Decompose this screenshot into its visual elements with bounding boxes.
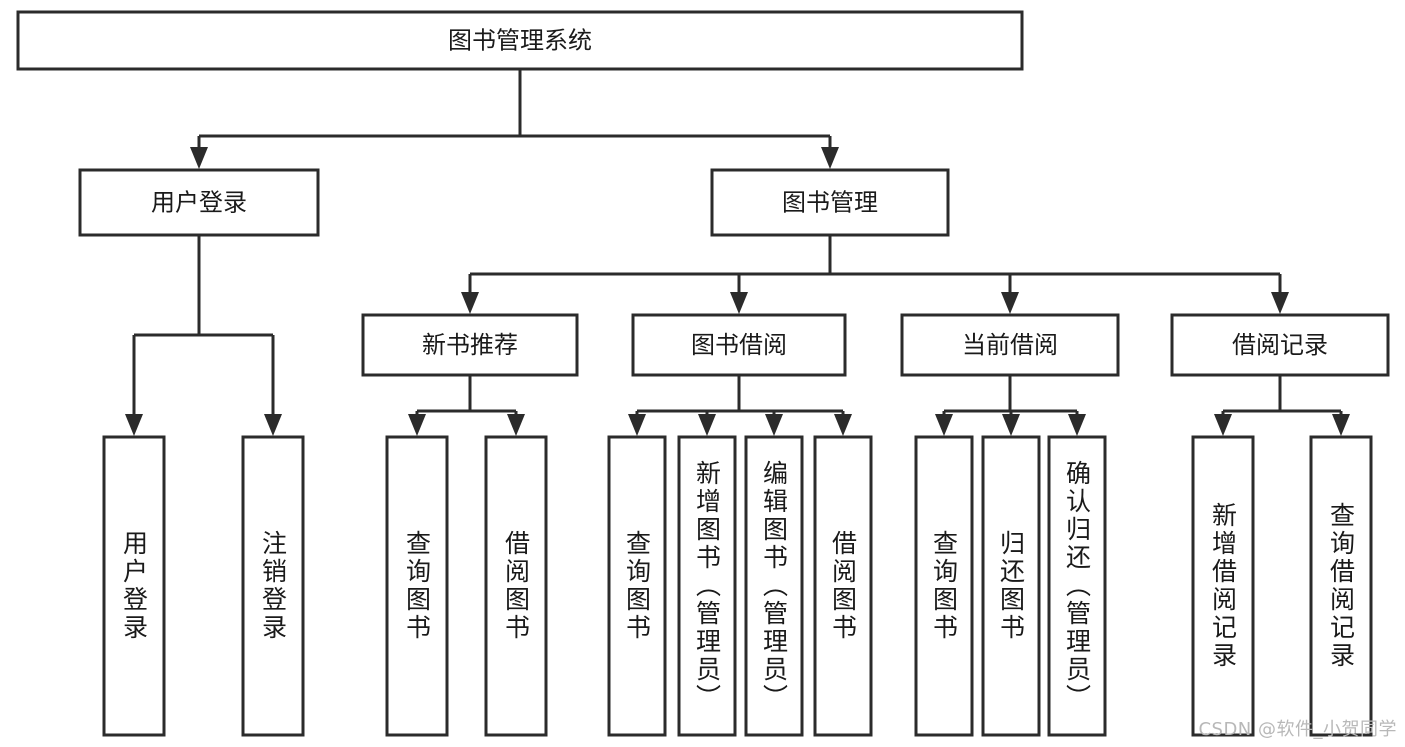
node-rect: [1170, 313, 1390, 377]
node-leaf-5-新增图书管理员[interactable]: [677, 435, 737, 737]
arrow-head-icon: [1214, 414, 1232, 436]
node-rect: [900, 313, 1120, 377]
arrow-head-icon: [821, 147, 839, 169]
node-level3-借阅记录[interactable]: [1170, 313, 1390, 377]
node-rect: [361, 313, 579, 377]
node-level3-label-2: 当前借阅: [962, 331, 1058, 359]
arrow-head-icon: [628, 414, 646, 436]
node-level3-label-0: 新书推荐: [422, 331, 518, 359]
node-leaf-0-用户登录[interactable]: [102, 435, 166, 737]
arrow-head-icon: [730, 292, 748, 314]
node-rect: [710, 168, 950, 237]
node-level2-label-1: 图书管理: [782, 189, 878, 217]
arrow-head-icon: [461, 292, 479, 314]
arrow-head-icon: [1001, 292, 1019, 314]
node-leaf-4-查询图书[interactable]: [607, 435, 667, 737]
arrow-head-icon: [935, 414, 953, 436]
node-leaf-3-借阅图书[interactable]: [484, 435, 548, 737]
connectors-layer: [125, 69, 1350, 436]
node-level2-用户登录[interactable]: [78, 168, 320, 237]
node-rect: [1047, 435, 1107, 737]
node-root-图书管理系统[interactable]: [16, 10, 1024, 71]
node-leaf-12-查询借阅记录[interactable]: [1309, 435, 1373, 737]
node-leaf-7-借阅图书[interactable]: [813, 435, 873, 737]
arrow-head-icon: [765, 414, 783, 436]
node-rect: [385, 435, 449, 737]
node-level2-图书管理[interactable]: [710, 168, 950, 237]
node-rect: [16, 10, 1024, 71]
node-rect: [484, 435, 548, 737]
node-rect: [607, 435, 667, 737]
arrow-head-icon: [264, 414, 282, 436]
arrow-head-icon: [698, 414, 716, 436]
arrow-head-icon: [834, 414, 852, 436]
node-level3-label-3: 借阅记录: [1232, 331, 1328, 359]
node-rect: [813, 435, 873, 737]
node-rect: [914, 435, 974, 737]
arrow-head-icon: [408, 414, 426, 436]
arrow-head-icon: [1068, 414, 1086, 436]
node-leaf-10-确认归还管理员[interactable]: [1047, 435, 1107, 737]
node-level3-label-1: 图书借阅: [691, 331, 787, 359]
arrow-head-icon: [1002, 414, 1020, 436]
node-level2-label-0: 用户登录: [151, 189, 247, 217]
node-leaf-1-注销登录[interactable]: [241, 435, 305, 737]
node-leaf-6-编辑图书管理员[interactable]: [744, 435, 804, 737]
arrow-head-icon: [125, 414, 143, 436]
node-level3-图书借阅[interactable]: [631, 313, 847, 377]
arrow-head-icon: [507, 414, 525, 436]
node-level3-新书推荐[interactable]: [361, 313, 579, 377]
node-rect: [1309, 435, 1373, 737]
node-rect: [677, 435, 737, 737]
boxes-layer: [16, 10, 1390, 737]
node-leaf-11-新增借阅记录[interactable]: [1191, 435, 1255, 737]
node-rect: [744, 435, 804, 737]
node-rect: [631, 313, 847, 377]
node-root-label: 图书管理系统: [448, 27, 592, 55]
node-leaf-2-查询图书[interactable]: [385, 435, 449, 737]
node-leaf-8-查询图书[interactable]: [914, 435, 974, 737]
node-rect: [102, 435, 166, 737]
node-rect: [1191, 435, 1255, 737]
node-level3-当前借阅[interactable]: [900, 313, 1120, 377]
arrow-head-icon: [190, 147, 208, 169]
csdn-watermark: CSDN @软件_小贺同学: [1198, 719, 1397, 740]
arrow-head-icon: [1271, 292, 1289, 314]
arrow-head-icon: [1332, 414, 1350, 436]
node-leaf-9-归还图书[interactable]: [981, 435, 1041, 737]
node-rect: [78, 168, 320, 237]
node-rect: [241, 435, 305, 737]
node-rect: [981, 435, 1041, 737]
